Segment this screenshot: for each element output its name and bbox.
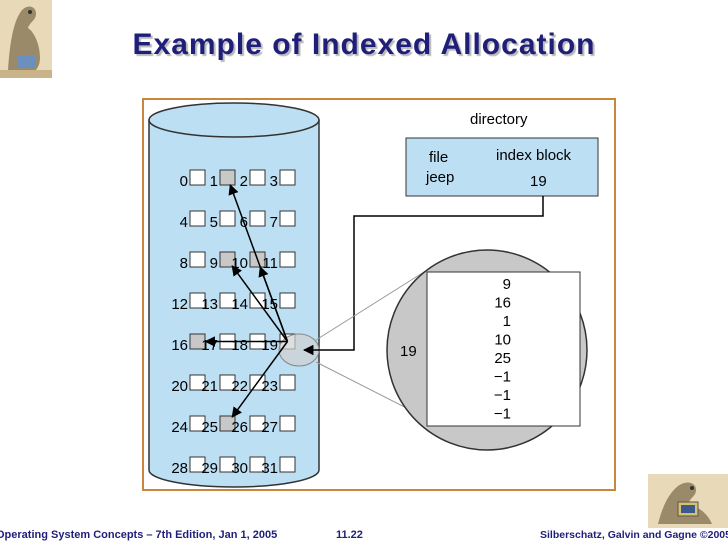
index-block-label: 19 [400, 343, 417, 360]
pointer-arrows [204, 184, 289, 418]
disk-block [189, 169, 206, 186]
disk-block [219, 292, 236, 309]
disk-block-label: 9 [210, 255, 218, 272]
disk-block-label: 24 [171, 419, 188, 436]
disk-block-label: 1 [210, 173, 218, 190]
disk-block-label: 18 [231, 337, 248, 354]
disk-block [279, 251, 296, 268]
disk-block [189, 456, 206, 473]
disk-block [189, 415, 206, 432]
index-block-entry: 16 [494, 295, 511, 312]
footer-left-text: Operating System Concepts – 7th Edition,… [0, 529, 278, 541]
disk-block [219, 456, 236, 473]
disk-block [189, 374, 206, 391]
used-disk-block [219, 251, 236, 268]
disk-block-label: 11 [262, 255, 278, 272]
disk-block-label: 0 [180, 173, 188, 190]
magnifier-line-top [315, 271, 425, 341]
directory-box [405, 137, 599, 197]
index-block-entry: 9 [503, 276, 511, 293]
used-disk-block [219, 169, 236, 186]
disk-block-label: 21 [201, 378, 218, 395]
disk-block-label: 30 [231, 460, 248, 477]
disk-block-label: 27 [261, 419, 278, 436]
disk-block [249, 210, 266, 227]
disk-block-label: 20 [171, 378, 188, 395]
disk-block-label: 29 [201, 460, 218, 477]
directory-col-index: index block [496, 147, 572, 164]
disk-block [249, 169, 266, 186]
disk-block [219, 210, 236, 227]
disk-cylinder-top [148, 102, 320, 138]
directory-title: directory [470, 111, 528, 128]
index-block-entry: −1 [494, 387, 511, 404]
disk-block-label: 13 [201, 296, 218, 313]
disk-block-label: 4 [180, 214, 188, 231]
disk-block-label: 10 [231, 255, 248, 272]
indexed-allocation-diagram: 0123456789101112131415161718192021222324… [148, 102, 599, 488]
disk-block [219, 374, 236, 391]
disk-block-label: 16 [171, 337, 188, 354]
slide-title: Example of Indexed Allocation [132, 28, 596, 61]
disk-block-label: 12 [171, 296, 188, 313]
disk-block [279, 169, 296, 186]
disk-block-label: 7 [270, 214, 278, 231]
disk-block-label: 26 [231, 419, 248, 436]
disk-block-label: 3 [270, 173, 278, 190]
disk-block-label: 15 [261, 296, 278, 313]
disk-block-label: 19 [261, 337, 278, 354]
disk-block [279, 292, 296, 309]
used-disk-block [219, 415, 236, 432]
disk-block-label: 14 [231, 296, 248, 313]
disk-block-label: 28 [171, 460, 188, 477]
dinosaur-computer-logo-icon [648, 474, 728, 528]
index-block-entry: 25 [494, 350, 511, 367]
index-block-entry: −1 [494, 406, 511, 423]
diagram-frame: 0123456789101112131415161718192021222324… [142, 98, 616, 491]
disk-block [249, 415, 266, 432]
index-block-entry: 10 [494, 332, 511, 349]
disk-block [189, 251, 206, 268]
disk-block-label: 22 [231, 378, 248, 395]
pointer-arrow-to-block-10 [258, 266, 289, 342]
disk-block [249, 456, 266, 473]
index-block-entry: 1 [503, 313, 511, 330]
disk-block-label: 8 [180, 255, 188, 272]
footer-right: Silberschatz, Galvin and Gagne ©2005 [540, 529, 728, 541]
dinosaur-logo-icon [0, 0, 52, 78]
disk-block-label: 5 [210, 214, 218, 231]
index-block-entry: −1 [494, 369, 511, 386]
disk-block-label: 2 [240, 173, 248, 190]
disk-block-label: 23 [261, 378, 278, 395]
disk-block-label: 17 [201, 337, 218, 354]
disk-block [279, 415, 296, 432]
disk-block-label: 25 [201, 419, 218, 436]
disk-block-label: 31 [261, 460, 278, 477]
disk-block [279, 210, 296, 227]
directory-col-file: file [429, 149, 448, 166]
pointer-arrow-to-block-25 [231, 341, 289, 418]
disk-block [189, 292, 206, 309]
disk-block [279, 374, 296, 391]
directory-file: jeep [425, 169, 454, 186]
directory-pointer-line [302, 196, 544, 356]
footer-center: 11.22 [336, 529, 363, 541]
pointer-arrow-to-block-9 [231, 265, 289, 342]
directory-index: 19 [530, 173, 547, 190]
disk-block [279, 456, 296, 473]
disk-block [189, 210, 206, 227]
footer-left: Operating System Concepts – 7th Edition,… [0, 529, 277, 541]
index-block-box [426, 271, 581, 427]
